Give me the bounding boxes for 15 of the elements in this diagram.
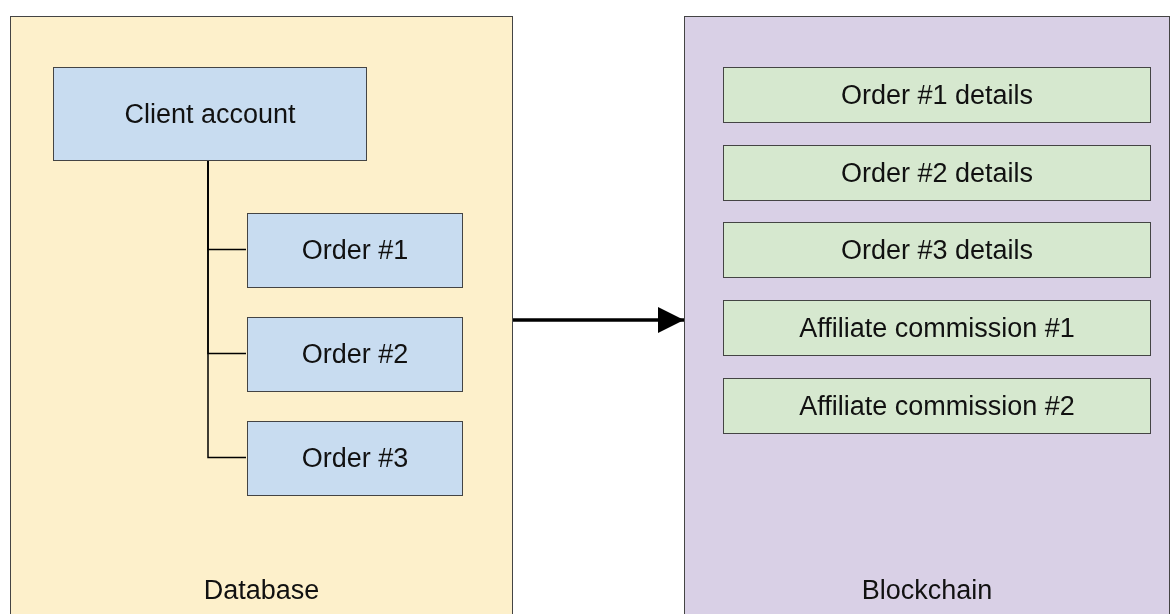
panel-label: Blockchain [860,575,994,606]
arrow [513,307,684,333]
process-box: Affiliate commission #1 [723,300,1151,356]
connector-line [207,159,247,459]
process-box: Client account [53,67,367,161]
process-box: Affiliate commission #2 [723,378,1151,434]
process-box: Order #1 details [723,67,1151,123]
process-box: Order #1 [247,213,463,288]
process-box: Order #3 details [723,222,1151,278]
container-panel [10,16,513,614]
process-box: Order #2 details [723,145,1151,201]
container-panel [684,16,1170,614]
process-box: Order #2 [247,317,463,392]
process-box: Order #3 [247,421,463,496]
panel-label: Database [202,575,321,606]
